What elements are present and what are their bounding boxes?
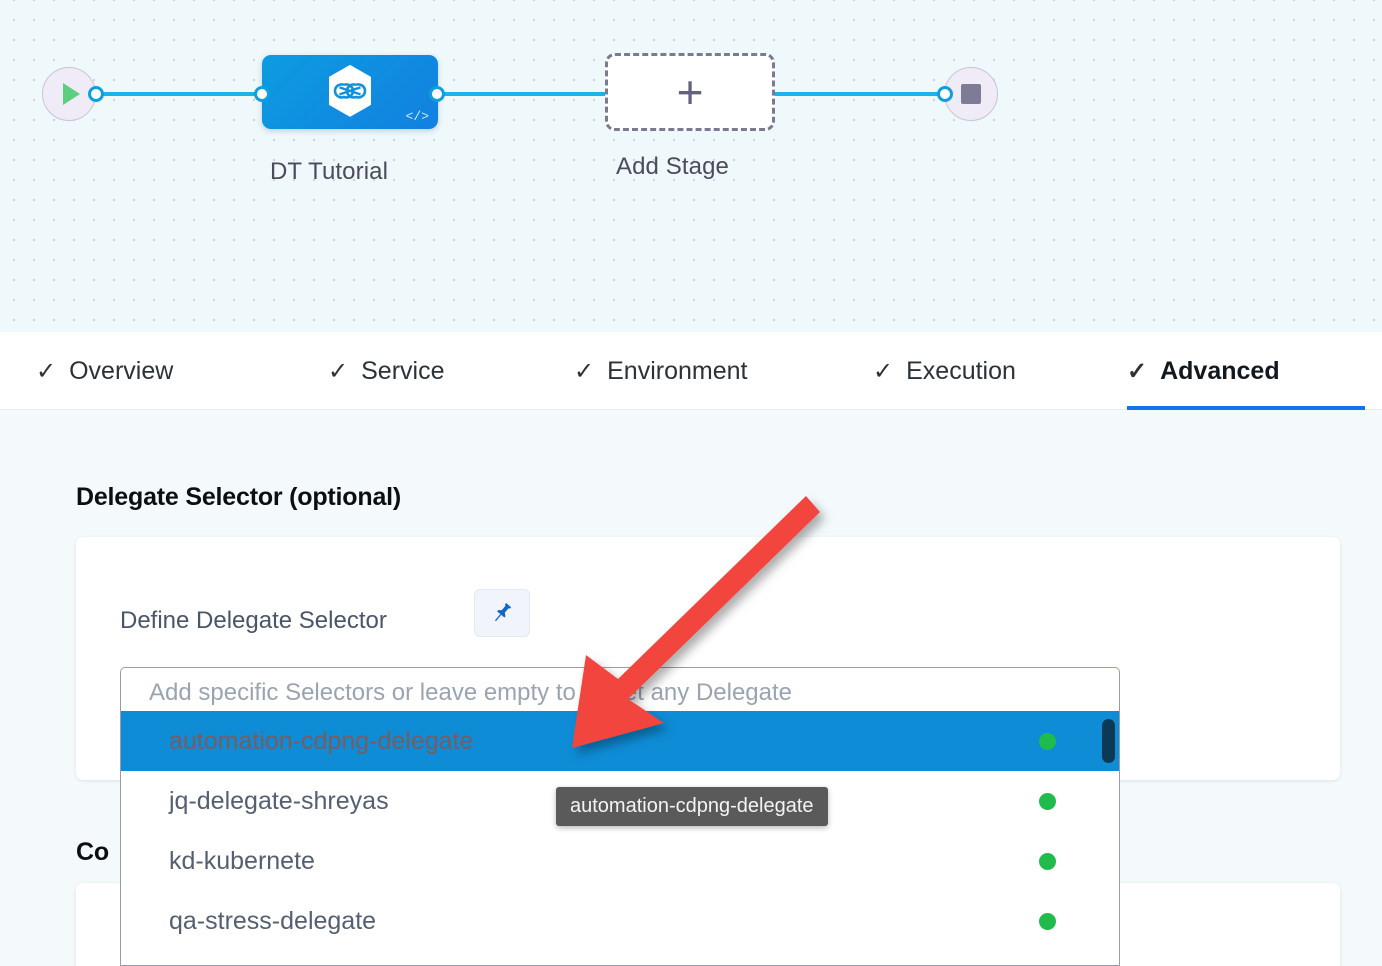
pipeline-edge-start-to-stage (96, 92, 270, 96)
connector-port-start[interactable] (88, 86, 104, 102)
tab-overview-label: Overview (69, 356, 174, 385)
tab-service[interactable]: ✓ Service (328, 332, 444, 410)
play-icon (63, 83, 80, 105)
dropdown-option-label: automation-cdpng-delegate (169, 726, 474, 755)
pipeline-edge-stage-to-add (435, 92, 615, 96)
pushpin-icon (494, 603, 512, 622)
status-dot-connected (1039, 732, 1056, 750)
dropdown-option-jq-delegate-shreyas[interactable]: jq-delegate-shreyas (121, 771, 1119, 831)
code-icon: </> (405, 109, 429, 124)
status-dot-connected (1039, 852, 1056, 870)
connector-port-end[interactable] (937, 86, 953, 102)
tab-overview[interactable]: ✓ Overview (36, 332, 173, 410)
check-icon: ✓ (873, 357, 894, 385)
delegate-selector-placeholder: Add specific Selectors or leave empty to… (149, 679, 793, 706)
delegate-name-tooltip: automation-cdpng-delegate (556, 787, 828, 826)
plus-icon: + (676, 66, 704, 118)
stage-config-tabbar: ✓ Overview ✓ Service ✓ Environment ✓ Exe… (0, 332, 1382, 410)
tab-advanced-label: Advanced (1160, 356, 1280, 385)
tab-environment[interactable]: ✓ Environment (574, 332, 747, 410)
tab-execution-label: Execution (906, 356, 1016, 385)
stage-node-label: DT Tutorial (270, 158, 389, 185)
second-section-heading: Co (76, 838, 109, 866)
delegate-selector-heading: Delegate Selector (optional) (76, 483, 402, 511)
tab-service-label: Service (361, 356, 445, 385)
add-stage-button[interactable]: + (605, 53, 775, 131)
pipeline-edge-add-to-end (770, 92, 955, 96)
status-dot-connected (1039, 912, 1056, 930)
harness-hexagon-icon (329, 64, 371, 117)
dropdown-option-automation-cdpng-delegate[interactable]: automation-cdpng-delegate (121, 711, 1119, 771)
dropdown-option-label: jq-delegate-shreyas (169, 786, 389, 815)
check-icon: ✓ (574, 357, 595, 385)
define-delegate-selector-label: Define Delegate Selector (120, 607, 387, 634)
pin-toggle-button[interactable] (474, 589, 530, 637)
stop-icon (961, 84, 981, 104)
add-stage-label: Add Stage (616, 153, 729, 180)
dropdown-option-label: qa-stress-delegate (169, 906, 377, 935)
check-icon: ✓ (328, 357, 349, 385)
dropdown-option-qa-stress-delegate[interactable]: qa-stress-delegate (121, 891, 1119, 951)
dropdown-option-label: kd-kubernete (169, 846, 315, 875)
check-icon: ✓ (36, 357, 57, 385)
tab-execution[interactable]: ✓ Execution (873, 332, 1016, 410)
check-icon: ✓ (1127, 357, 1148, 385)
status-dot-connected (1039, 792, 1056, 810)
dropdown-scrollbar-thumb[interactable] (1102, 719, 1115, 763)
tab-advanced[interactable]: ✓ Advanced (1127, 332, 1365, 410)
connector-port-stage-out[interactable] (429, 86, 445, 102)
pipeline-stage-node[interactable]: </> (262, 55, 438, 129)
delegate-selector-dropdown[interactable]: automation-cdpng-delegate jq-delegate-sh… (120, 711, 1120, 966)
dropdown-option-kd-kubernete[interactable]: kd-kubernete (121, 831, 1119, 891)
pipeline-canvas[interactable]: </> + DT Tutorial Add Stage (0, 0, 1382, 332)
pipeline-start-node[interactable] (42, 67, 96, 121)
connector-port-stage-in[interactable] (254, 86, 270, 102)
tab-environment-label: Environment (607, 356, 748, 385)
